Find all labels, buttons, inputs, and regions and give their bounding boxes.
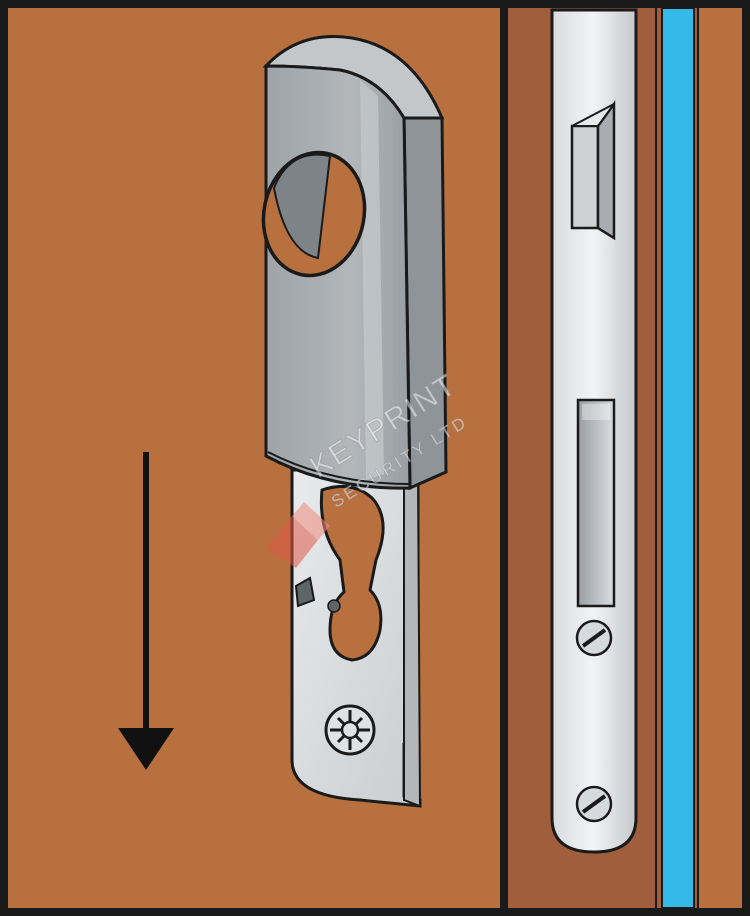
emblem-icon xyxy=(324,704,376,756)
door-edge-divider xyxy=(500,8,508,908)
screw-icon xyxy=(575,785,613,823)
down-arrow-icon xyxy=(118,452,174,770)
lock-faceplate xyxy=(550,8,638,854)
frame-stripe-blue xyxy=(661,7,695,909)
escutcheon-plate-icon xyxy=(290,468,422,808)
latch-bolt-icon xyxy=(570,100,616,241)
screw-icon xyxy=(575,619,613,657)
frame-strip xyxy=(698,8,742,908)
watermark-logo-icon xyxy=(266,502,330,568)
cylinder-cover-icon xyxy=(261,35,448,491)
deadbolt-slot xyxy=(576,398,616,608)
